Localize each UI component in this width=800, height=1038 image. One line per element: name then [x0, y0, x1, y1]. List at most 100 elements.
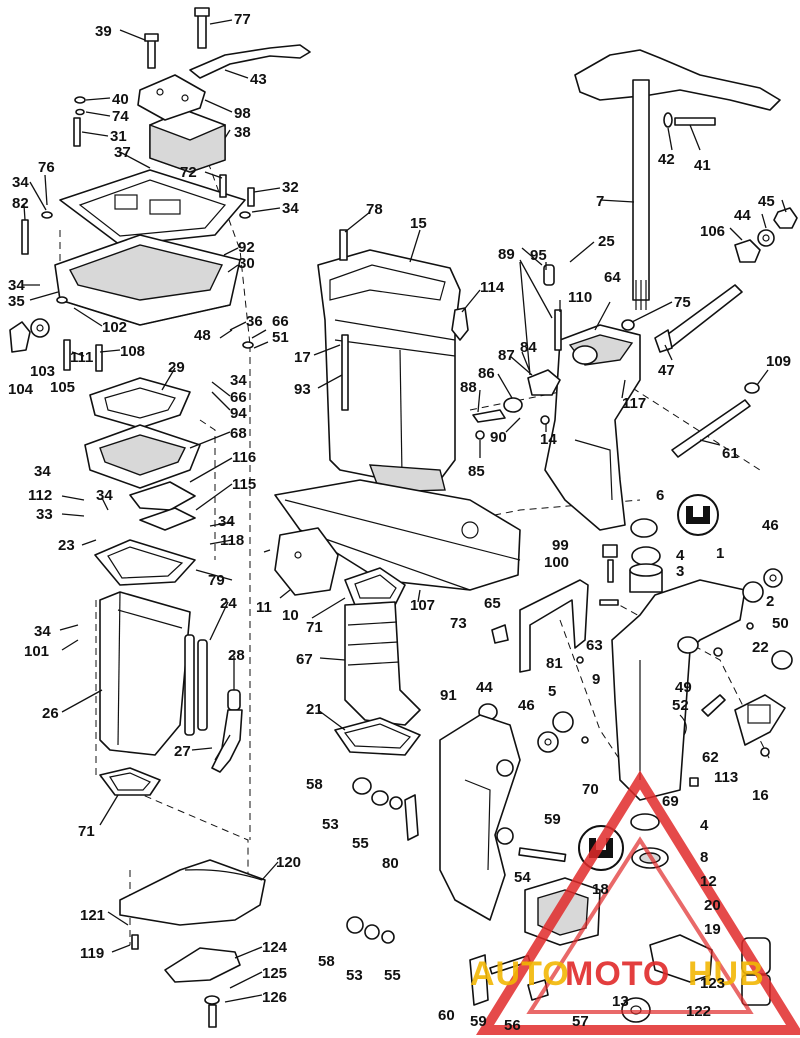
label-106: 106 — [700, 223, 725, 240]
label-109: 109 — [766, 353, 791, 370]
label-36: 36 — [246, 313, 263, 330]
label-80: 80 — [382, 855, 399, 872]
label-82: 82 — [12, 195, 29, 212]
label-30: 30 — [238, 255, 255, 272]
label-114: 114 — [480, 279, 505, 296]
label-115: 115 — [232, 476, 256, 493]
label-42: 42 — [658, 151, 675, 168]
gasket-79 — [94, 539, 196, 586]
label-65: 65 — [484, 595, 501, 612]
cover-plate-37 — [59, 169, 246, 246]
label-76: 76 — [38, 159, 55, 176]
label-52: 52 — [672, 697, 689, 714]
label-29: 29 — [168, 359, 185, 376]
label-13: 13 — [612, 993, 629, 1010]
label-85: 85 — [468, 463, 485, 480]
tube-47-75 — [621, 284, 743, 353]
module-38 — [149, 109, 226, 173]
seal-21 — [334, 717, 421, 756]
label-66b: 66 — [230, 389, 247, 406]
leader-lines — [22, 19, 787, 1003]
label-43: 43 — [250, 71, 267, 88]
exhaust-housing-26 — [99, 591, 191, 756]
label-50: 50 — [772, 615, 789, 632]
watermark-text-auto: AUTO — [470, 955, 570, 993]
label-88: 88 — [460, 379, 477, 396]
label-101: 101 — [24, 643, 49, 660]
label-34f: 34 — [218, 513, 235, 530]
stud-17-78-93 — [339, 229, 349, 411]
label-39: 39 — [95, 23, 112, 40]
label-51: 51 — [272, 329, 289, 346]
label-34a: 34 — [282, 200, 299, 217]
label-20: 20 — [704, 897, 721, 914]
label-33: 33 — [36, 506, 53, 523]
label-45: 45 — [758, 193, 775, 210]
label-95: 95 — [530, 247, 547, 264]
label-24: 24 — [220, 595, 237, 612]
label-112: 112 — [28, 487, 52, 504]
label-77: 77 — [234, 11, 251, 28]
swivel-bracket-64 — [544, 324, 641, 531]
label-25: 25 — [598, 233, 615, 250]
label-75: 75 — [674, 294, 691, 311]
label-6: 6 — [656, 487, 664, 504]
bushings-3-4-6 — [629, 518, 663, 593]
label-99: 99 — [552, 537, 569, 554]
watermark-logo: AUTO MOTO HUB — [470, 770, 800, 1035]
label-32: 32 — [282, 179, 299, 196]
label-34c: 34 — [8, 277, 25, 294]
bolt-77 — [194, 7, 210, 49]
label-60: 60 — [438, 1007, 455, 1024]
plate-68 — [84, 424, 201, 489]
label-116: 116 — [232, 449, 256, 466]
label-104: 104 — [8, 381, 34, 398]
label-53b: 53 — [346, 967, 363, 984]
label-38: 38 — [234, 124, 251, 141]
adapter-housing-30 — [54, 234, 241, 326]
label-71b: 71 — [306, 619, 323, 636]
label-98: 98 — [234, 105, 251, 122]
label-19: 19 — [704, 921, 721, 938]
bolt-73-99-100 — [491, 544, 618, 644]
label-74: 74 — [112, 108, 129, 125]
label-46b: 46 — [518, 697, 535, 714]
label-57: 57 — [572, 1013, 589, 1030]
label-5b: 5 — [548, 683, 556, 700]
label-56: 56 — [504, 1017, 521, 1034]
small-washers-left — [41, 96, 254, 349]
gasket-115-116 — [129, 481, 196, 531]
label-34b: 34 — [12, 174, 29, 191]
anode-124 — [164, 947, 241, 983]
label-27: 27 — [174, 743, 191, 760]
label-89: 89 — [498, 246, 515, 263]
tube-114 — [451, 307, 469, 341]
label-54: 54 — [514, 869, 531, 886]
label-11: 11 — [256, 599, 272, 616]
label-34g: 34 — [34, 623, 51, 640]
label-69: 69 — [662, 793, 679, 810]
label-64: 64 — [604, 269, 621, 286]
label-44a: 44 — [734, 207, 751, 224]
label-86: 86 — [478, 365, 495, 382]
label-3: 3 — [676, 563, 684, 580]
label-70: 70 — [582, 781, 599, 798]
exhaust-tube-67 — [344, 601, 421, 726]
label-87: 87 — [498, 347, 515, 364]
seal-71-left — [99, 767, 161, 796]
label-125: 125 — [262, 965, 287, 982]
label-122: 122 — [686, 1003, 711, 1020]
label-73: 73 — [450, 615, 467, 632]
label-107: 107 — [410, 597, 435, 614]
label-21: 21 — [306, 701, 323, 718]
label-120: 120 — [276, 854, 301, 871]
seal-71-center — [344, 567, 406, 606]
label-79: 79 — [208, 572, 225, 589]
label-124: 124 — [262, 939, 288, 956]
label-63: 63 — [586, 637, 603, 654]
label-12: 12 — [700, 873, 717, 890]
bolt-39 — [144, 33, 159, 69]
midsection-housing-15 — [317, 249, 461, 493]
label-108: 108 — [120, 343, 145, 360]
